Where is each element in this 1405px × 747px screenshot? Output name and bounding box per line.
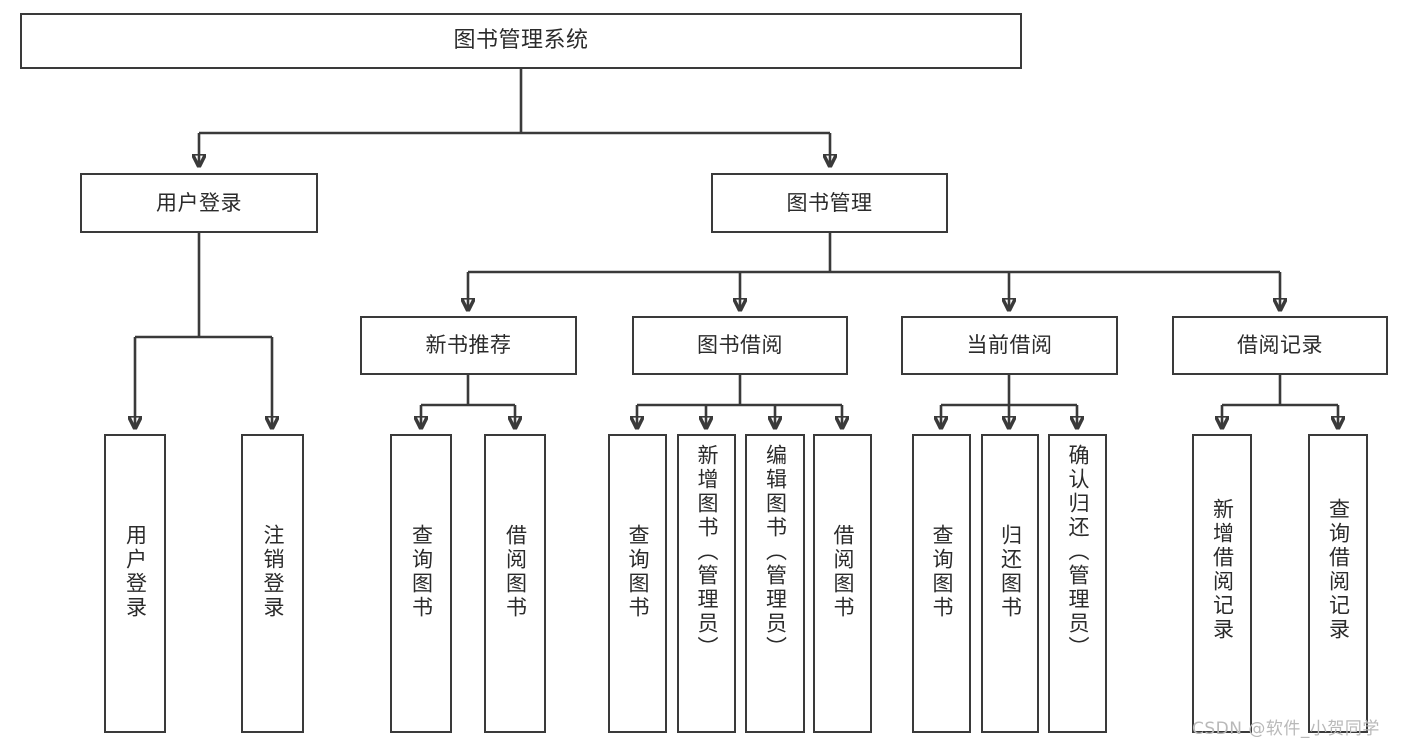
node-label: 查询图书 <box>626 524 650 620</box>
node-label: 借阅图书 <box>831 524 855 620</box>
node-label: 用户登录 <box>123 524 148 620</box>
node-book-borrow[interactable]: 图书借阅 <box>632 316 848 375</box>
leaf-return-book[interactable]: 归还图书 <box>981 434 1039 733</box>
node-label: 查询借阅记录 <box>1326 498 1351 642</box>
node-label: 确认归还（管理员） <box>1066 444 1090 660</box>
leaf-borrow-book[interactable]: 借阅图书 <box>813 434 872 733</box>
node-label: 注销登录 <box>261 524 285 620</box>
node-borrow-record[interactable]: 借阅记录 <box>1172 316 1388 375</box>
leaf-query-book-current[interactable]: 查询图书 <box>912 434 971 733</box>
node-current-borrow[interactable]: 当前借阅 <box>901 316 1118 375</box>
node-label: 查询图书 <box>409 524 434 620</box>
node-label: 查询图书 <box>930 524 954 620</box>
watermark-text: CSDN @软件_小贺同学 <box>1192 719 1380 739</box>
node-root-system[interactable]: 图书管理系统 <box>20 13 1022 69</box>
node-new-book-recommend[interactable]: 新书推荐 <box>360 316 577 375</box>
node-label: 图书管理 <box>786 190 873 215</box>
node-label: 图书借阅 <box>697 333 783 358</box>
leaf-confirm-return[interactable]: 确认归还（管理员） <box>1048 434 1107 733</box>
node-label: 图书管理系统 <box>453 28 589 54</box>
leaf-query-book-borrow[interactable]: 查询图书 <box>608 434 667 733</box>
node-label: 当前借阅 <box>966 333 1053 358</box>
node-book-manage[interactable]: 图书管理 <box>711 173 948 233</box>
node-label: 归还图书 <box>998 524 1023 620</box>
node-label: 新增图书（管理员） <box>695 444 719 660</box>
leaf-query-book-recommend[interactable]: 查询图书 <box>390 434 452 733</box>
node-label: 借阅记录 <box>1237 333 1323 358</box>
leaf-borrow-book-recommend[interactable]: 借阅图书 <box>484 434 546 733</box>
leaf-add-borrow-record[interactable]: 新增借阅记录 <box>1192 434 1252 733</box>
node-label: 编辑图书（管理员） <box>763 444 788 660</box>
leaf-user-login[interactable]: 用户登录 <box>104 434 166 733</box>
node-label: 新书推荐 <box>425 333 512 358</box>
node-label: 借阅图书 <box>503 524 528 620</box>
node-label: 用户登录 <box>156 190 242 215</box>
leaf-edit-book[interactable]: 编辑图书（管理员） <box>745 434 805 733</box>
leaf-query-borrow-record[interactable]: 查询借阅记录 <box>1308 434 1368 733</box>
leaf-logout-login[interactable]: 注销登录 <box>241 434 304 733</box>
node-user-login[interactable]: 用户登录 <box>80 173 318 233</box>
node-label: 新增借阅记录 <box>1210 498 1235 642</box>
leaf-add-book[interactable]: 新增图书（管理员） <box>677 434 736 733</box>
